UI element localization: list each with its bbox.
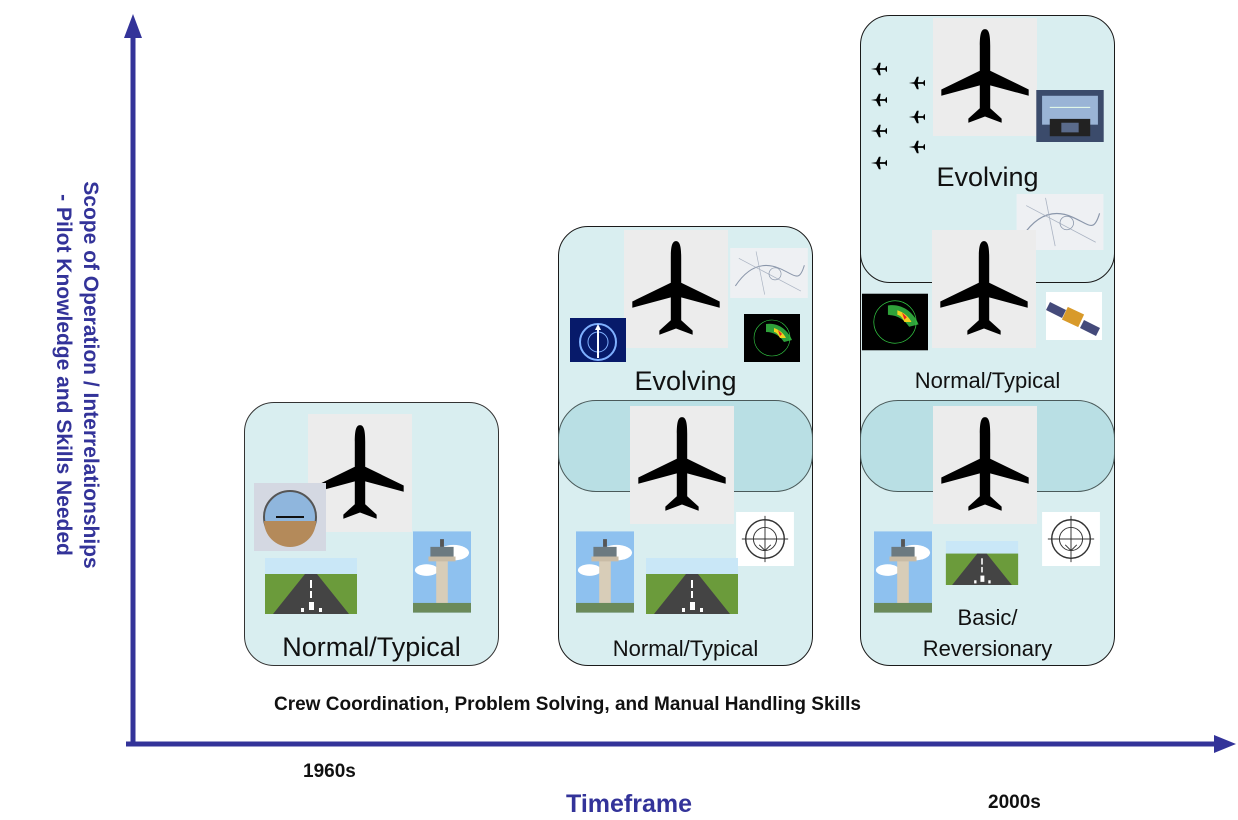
y-axis-label-line1: Scope of Operation / Interrelationships [79,181,102,569]
airplane-icon [933,406,1037,524]
column-2-tier-1-label: Normal/Typical [612,636,759,661]
airplane-icon [932,230,1036,348]
airplane-icon [933,18,1037,136]
radar-scope-icon [1042,512,1100,566]
weather-radar-icon [862,293,928,351]
x-axis-start-label: 1960s [303,761,356,782]
navigation-compass-icon [570,318,626,362]
control-tower-icon [576,531,634,613]
column-3-tier-2-label: Normal/Typical [914,368,1061,393]
y-axis [124,14,142,746]
runway-icon [265,558,357,614]
weather-radar-icon [744,314,800,362]
airplane-icon [624,230,728,348]
x-axis-caption: Crew Coordination, Problem Solving, and … [274,694,861,715]
column-3-tier-1-label: Basic/ Reversionary [922,605,1053,661]
approach-chart-icon [730,248,808,298]
y-axis-label-line2: - Pilot Knowledge and Skills Needed [52,194,75,556]
x-axis-title: Timeframe [566,790,692,818]
radar-scope-icon [736,512,794,566]
column-3-tier-3-label: Evolving [936,162,1039,192]
cockpit-display-icon [1036,90,1104,142]
runway-icon [646,558,738,614]
column-2-tier-2-label: Evolving [634,366,737,396]
satellite-icon [1046,292,1102,340]
airplane-icon [630,406,734,524]
runway-icon [945,541,1019,585]
y-axis-label: Scope of Operation / Interrelationships … [50,181,104,568]
column-1-tier-1-label: Normal/Typical [282,632,461,662]
x-axis [126,735,1236,753]
x-axis-end-label: 2000s [988,792,1041,813]
attitude-indicator-icon [254,483,326,551]
control-tower-icon [413,531,471,613]
